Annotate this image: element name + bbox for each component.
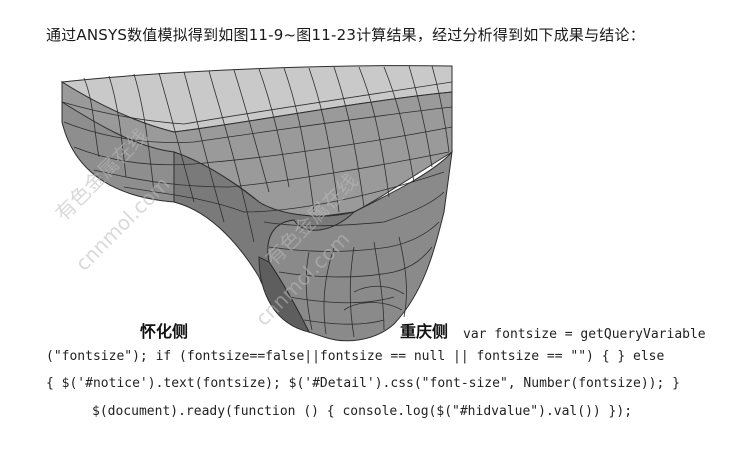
mesh-middle-body <box>173 151 356 333</box>
mesh-figure: 有色金属在线 cnnmol.com 有色金属在线 cnnmol.com <box>54 62 458 344</box>
intro-paragraph: 通过ANSYS数值模拟得到如图11-9~图11-23计算结果，经过分析得到如下成… <box>46 26 645 44</box>
label-chongqing-side: 重庆侧 <box>400 322 449 341</box>
code-line-4: $(document).ready(function () { console.… <box>92 404 633 419</box>
label-huaihua-side: 怀化侧 <box>140 322 189 341</box>
fem-mesh-image: 有色金属在线 cnnmol.com 有色金属在线 cnnmol.com <box>54 65 453 342</box>
mesh-side-face <box>258 256 310 333</box>
code-line-1: var fontsize = getQueryVariable <box>463 327 706 342</box>
code-line-2: ("fontsize"); if (fontsize==false||fonts… <box>46 349 665 364</box>
mesh-grid-lines <box>61 65 453 338</box>
code-line-3: { $('#notice').text(fontsize); $('#Detai… <box>46 376 680 391</box>
